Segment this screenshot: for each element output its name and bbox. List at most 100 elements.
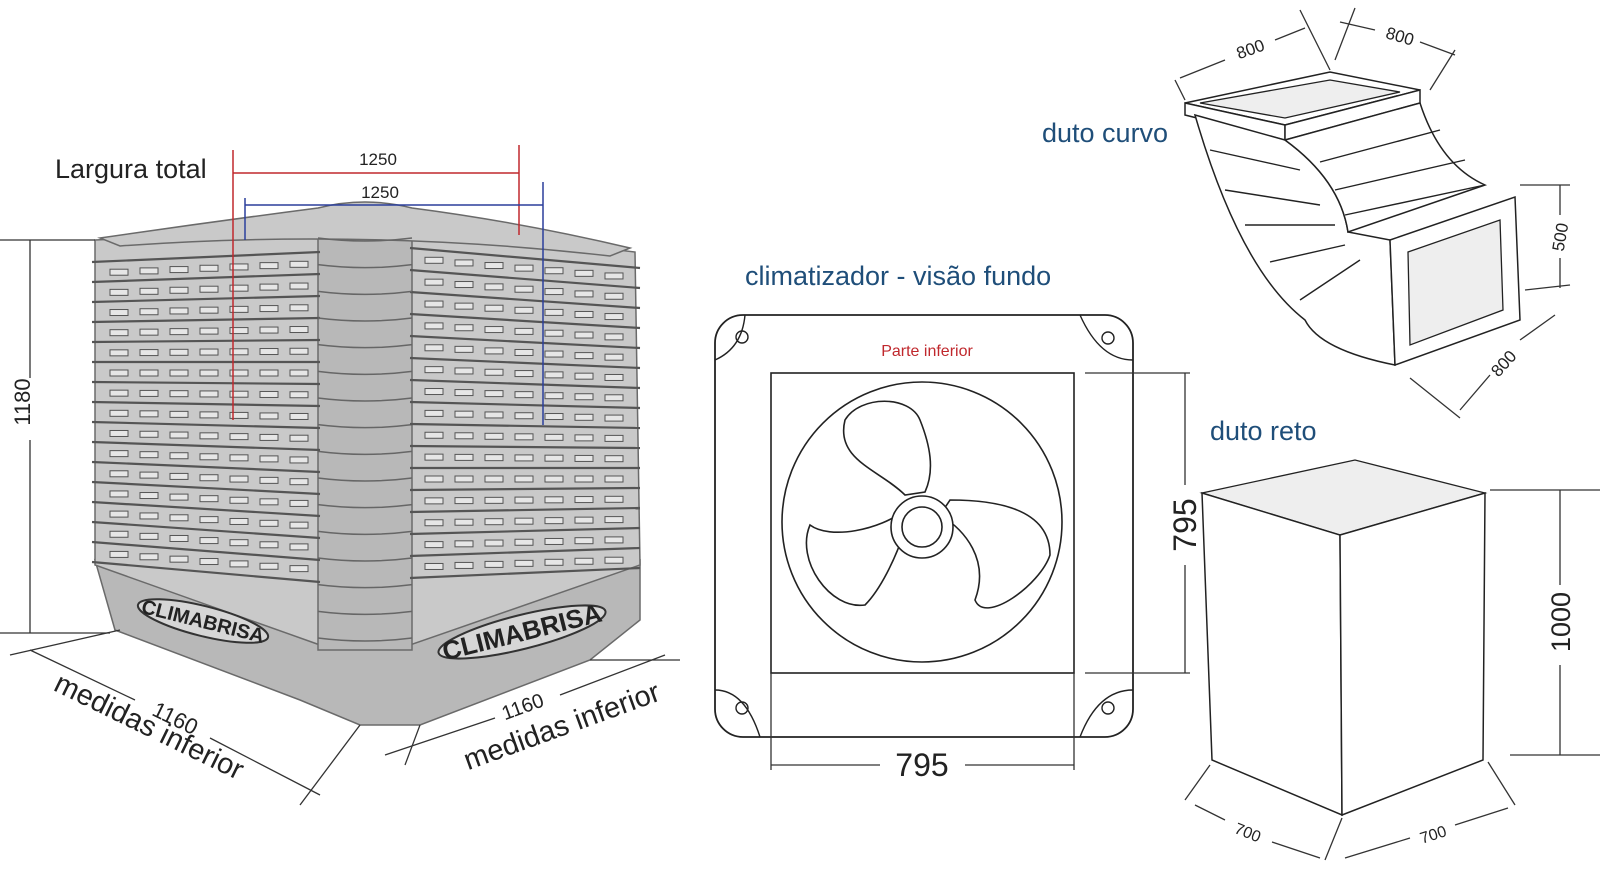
louver-slot (199, 537, 219, 545)
curvo-dim-b-line-2 (1419, 41, 1456, 56)
louver-slot (199, 327, 219, 335)
louver-slot (454, 410, 474, 418)
louver-slot (259, 369, 279, 377)
curvo-dim-a-line-2 (1274, 27, 1306, 41)
louver-slot (484, 432, 504, 440)
louver-rib-left (91, 294, 321, 304)
louver-slot (199, 558, 219, 566)
louver-slot (259, 326, 279, 334)
dim-bl-line-a (29, 649, 136, 701)
louver-slot (199, 348, 219, 356)
louver-slot (484, 390, 504, 398)
column-rib (317, 477, 413, 482)
louver-slot (259, 519, 279, 527)
cooler-top-lid (97, 201, 633, 257)
curvo-dim-d-line-2 (1459, 374, 1491, 411)
louver-slot (514, 285, 534, 293)
louver-slot (229, 560, 249, 568)
louver-slot (139, 451, 159, 459)
louver-slot (229, 433, 249, 441)
louver-slot (199, 264, 219, 272)
louver-slot (514, 454, 534, 462)
dim-br-ext-b (404, 724, 421, 766)
louver-rib-left (91, 540, 321, 562)
curvo-seams-side (1319, 129, 1486, 216)
louver-slot (199, 516, 219, 524)
louver-slot (259, 455, 279, 463)
louver-slot (604, 414, 624, 422)
louver-slot (289, 434, 309, 442)
medidas-left-label: medidas inferior (49, 667, 249, 786)
louver-slot (484, 475, 504, 483)
louver-slot (139, 389, 159, 397)
louver-slot (454, 540, 474, 548)
louver-slot (424, 541, 444, 549)
column-rib (317, 317, 413, 322)
louver-slot (484, 304, 504, 312)
louver-slot (169, 472, 189, 480)
louver-slot (604, 333, 624, 341)
louver-slot (109, 349, 129, 357)
bolt-bl (735, 701, 749, 715)
louver-slot (289, 565, 309, 573)
reto-dim-height-label: 1000 (1546, 592, 1576, 652)
louver-slot (514, 348, 534, 356)
louver-slot (289, 260, 309, 268)
louver-slot (229, 305, 249, 313)
louver-slot (544, 413, 564, 421)
louver-slot (424, 344, 444, 352)
louver-slot (229, 454, 249, 462)
louver-slot (229, 348, 249, 356)
louver-slot (514, 517, 534, 525)
louver-rib-right (409, 378, 641, 390)
louver-slot (544, 537, 564, 545)
curvo-dim-b-ext-left (1334, 7, 1356, 61)
louver-slot (454, 432, 474, 440)
louver-slot (484, 454, 504, 462)
column-rib (317, 343, 413, 349)
louver-slot (544, 496, 564, 504)
louver-slot (604, 353, 624, 361)
louver-slot (289, 347, 309, 355)
louver-slot (574, 352, 594, 360)
louver-slot (574, 537, 594, 545)
louver-slot (604, 536, 624, 544)
louver-slot (604, 292, 624, 300)
louver-slot (514, 538, 534, 546)
louver-slot (169, 534, 189, 542)
dim-bl-ext-a (9, 629, 121, 656)
louver-slot (139, 287, 159, 295)
lug-tr (1079, 314, 1134, 361)
louver-slot (139, 369, 159, 377)
louver-slot (424, 497, 444, 505)
louver-rib-right (409, 356, 641, 370)
louver-slot (454, 324, 474, 332)
louver-rib-left (91, 250, 321, 264)
louver-slot (289, 456, 309, 464)
louver-slot (139, 492, 159, 500)
louver-slot (109, 369, 129, 377)
column-rib (317, 237, 413, 242)
dim-bl-ext-b (299, 724, 361, 806)
column-rib (317, 290, 413, 296)
louver-slot (484, 496, 504, 504)
cooler-corner-column (317, 214, 413, 651)
fan-dim-width: 795 (770, 673, 1075, 783)
louver-slot (604, 394, 624, 402)
louver-slot (454, 345, 474, 353)
reto-dim-right-label: 700 (1418, 823, 1449, 847)
louver-slot (574, 269, 594, 277)
louver-slot (109, 389, 129, 397)
louver-rib-left (91, 400, 321, 408)
duto-reto-drawing (1199, 459, 1488, 817)
fan-housing: Parte inferior (714, 314, 1134, 738)
fan-blade-top (842, 400, 932, 496)
louver-slot (604, 475, 624, 483)
louver-rib-left (91, 316, 321, 324)
largura-total-label: Largura total (55, 154, 207, 184)
louver-slot (604, 516, 624, 524)
bolt-br (1101, 701, 1115, 715)
dim-bl-line-b (209, 737, 321, 796)
louver-slot (169, 286, 189, 294)
louver-slot (109, 288, 129, 296)
